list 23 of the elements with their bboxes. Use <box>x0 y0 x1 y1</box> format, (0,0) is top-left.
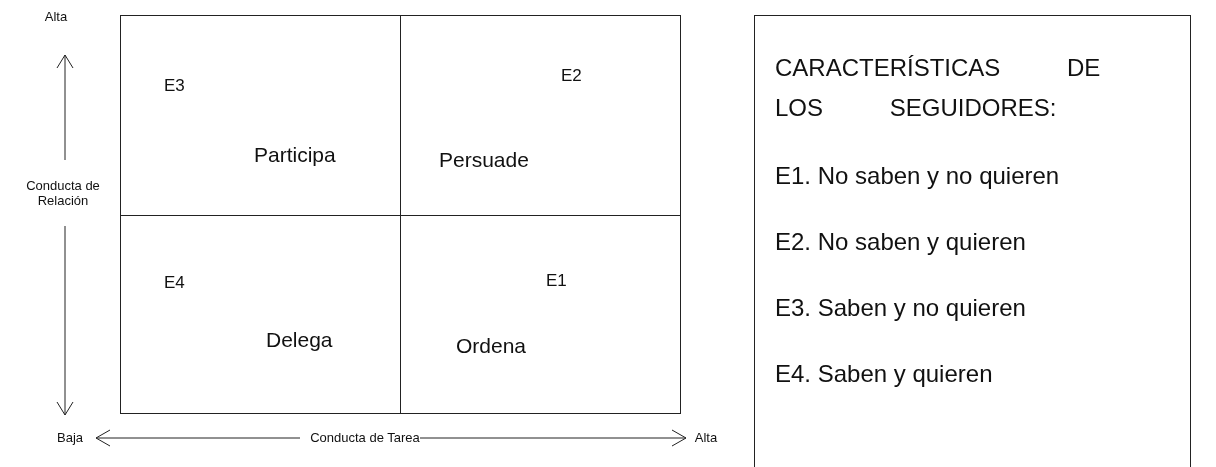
quadrant-box <box>400 215 681 414</box>
axis-label: Baja <box>56 430 84 445</box>
text-panel <box>754 15 1191 467</box>
quadrant-box <box>120 15 401 216</box>
style-code: E4 <box>164 273 185 293</box>
style-label: Persuade <box>439 148 529 172</box>
axis-label: Conducta de Tarea <box>309 430 421 445</box>
style-code: E2 <box>561 66 582 86</box>
style-code: E1 <box>546 271 567 291</box>
axis-label: Alta <box>693 430 719 445</box>
style-label: Ordena <box>456 334 527 358</box>
list-item: E4. Saben y quieren <box>775 359 993 389</box>
axis-label: Conducta de Relación <box>25 178 101 208</box>
quadrant-box <box>120 215 401 414</box>
style-label: Delega <box>266 328 333 352</box>
list-item: E1. No saben y no quieren <box>775 161 1060 191</box>
style-code: E3 <box>164 76 185 96</box>
panel-heading: CARACTERÍSTICAS DE LOS SEGUIDORES: <box>775 53 1102 123</box>
quadrant-box <box>400 15 681 216</box>
axis-label: Alta <box>43 9 69 24</box>
list-item: E3. Saben y no quieren <box>775 293 1026 323</box>
list-item: E2. No saben y quieren <box>775 227 1026 257</box>
style-label: Participa <box>254 143 336 167</box>
